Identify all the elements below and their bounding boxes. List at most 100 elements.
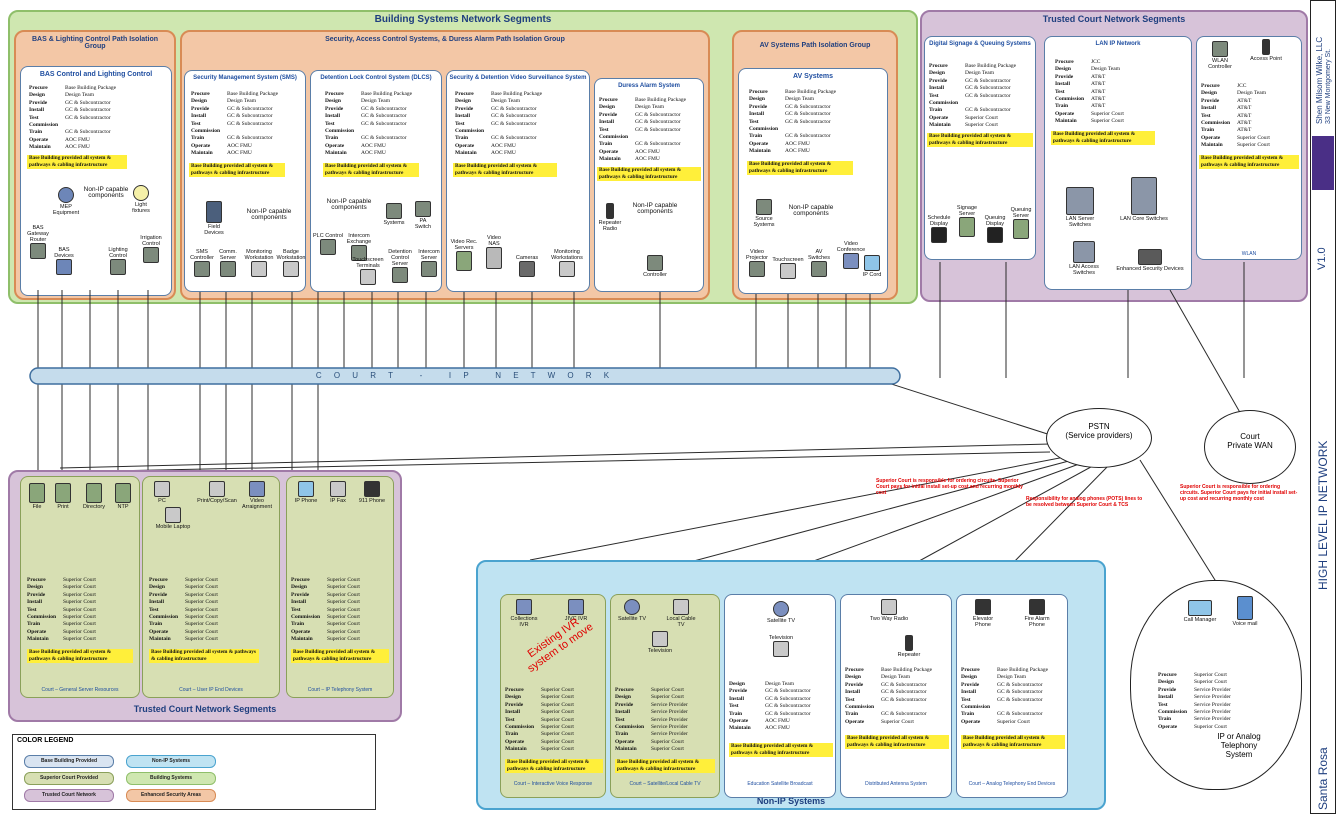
light-fixtures: Light fixtures	[126, 185, 156, 214]
bas-bb-note: Base Building provided all system & path…	[27, 155, 127, 169]
bas-group-title: BAS & Lighting Control Path Isolation Gr…	[32, 36, 158, 50]
red-note-1: Superior Court is responsible for orderi…	[876, 478, 1023, 496]
telephony-bb-note: Base Building provided all system & path…	[291, 649, 389, 663]
bas-card: BAS Control and Lighting Control Procure…	[20, 66, 172, 296]
ivr-card: Collections IVR JIVC IVR Existing IVR sy…	[500, 594, 606, 798]
queuing-server: Queuing Server	[1007, 207, 1035, 240]
company-address: 33 New Montgomery St.	[1325, 48, 1332, 124]
intercom-exchange: Intercom Exchange	[343, 233, 375, 262]
legend-base-building: Base Building Provided	[24, 755, 114, 768]
duress-non-ip-label: Non-IP capable components	[632, 202, 678, 215]
user-devices-card: PC Print/Copy/Scan Video Arraignment Mob…	[142, 476, 280, 698]
two-way-radio: Two Way Radio	[869, 599, 909, 622]
duress-card-title: Duress Alarm System	[618, 83, 680, 89]
av-card-title: AV Systems	[793, 73, 833, 80]
touchscreen: Touchscreen	[771, 257, 805, 280]
local-cable-tv: Local Cable TV	[663, 599, 699, 628]
field-devices: Field Devices	[199, 201, 229, 236]
pstn-label: PSTN (Service providers)	[1065, 422, 1133, 440]
title-block	[1310, 0, 1336, 814]
schedule-display: Schedule Display	[925, 215, 953, 244]
monitoring-workstations: Monitoring Workstations	[547, 249, 587, 278]
satellite-card: Satellite TV Local Cable TV Television P…	[610, 594, 720, 798]
mobile-laptop: Mobile Laptop	[153, 507, 193, 530]
jivc-ivr: JIVC IVR	[559, 599, 593, 622]
av-non-ip-label: Non-IP capable components	[788, 204, 834, 217]
legend-title: COLOR LEGEND	[17, 737, 74, 744]
print-server: Print	[51, 483, 75, 510]
ip-phone: IP Phone	[291, 481, 321, 504]
education-bb-note: Base Building provided all system & path…	[729, 743, 833, 757]
trusted-bottom-title: Trusted Court Network Segments	[133, 704, 277, 714]
voice-mail: Voice mail	[1228, 596, 1262, 627]
ip-fax: IP Fax	[325, 481, 351, 504]
signage-card-title: Digital Signage & Queuing Systems	[929, 41, 1031, 47]
title-block-swatch	[1312, 136, 1334, 190]
call-manager: Call Manager	[1180, 600, 1220, 623]
analog-footer: Court – Analog Telephony End Devices	[968, 781, 1056, 787]
television: Television	[643, 631, 677, 654]
red-note-3: Superior Court is responsible for orderi…	[1180, 484, 1298, 502]
vss-card: Security & Detention Video Surveillance …	[446, 70, 590, 292]
satellite-footer: Court – Satellite/Local Cable TV	[629, 781, 701, 787]
av-group-title: AV Systems Path Isolation Group	[759, 42, 871, 49]
pc: PC	[149, 481, 175, 504]
legend-enhanced-security: Enhanced Security Areas	[126, 789, 216, 802]
video-conference: Video Conference	[835, 241, 867, 270]
lan-card-title: LAN IP Network	[1095, 41, 1141, 47]
touchscreen-terminals: Touchscreen Terminals	[351, 257, 385, 286]
dlcs-card: Detention Lock Control System (DLCS) Pro…	[310, 70, 442, 292]
duress-bb-note: Base Building provided all system & path…	[597, 167, 701, 181]
dlcs-systems: Systems	[381, 203, 407, 226]
signage-card: Digital Signage & Queuing Systems Procur…	[924, 36, 1036, 260]
court-ip-network-bus: C O U R T - I P N E T W O R K	[315, 371, 615, 380]
elevator-phone: Elevator Phone	[965, 599, 1001, 628]
non-ip-components-label: Non-IP capable components	[83, 186, 129, 199]
lan-server-switches: LAN Server Switches	[1055, 187, 1105, 228]
legend-non-ip: Non-IP Systems	[126, 755, 216, 768]
vss-bb-note: Base Building provided all system & path…	[453, 163, 557, 177]
ivr-footer: Court – Interactive Voice Response	[513, 781, 593, 787]
court-wan-label: Court Private WAN	[1227, 432, 1273, 450]
sms-bb-note: Base Building provided all system & path…	[189, 163, 285, 177]
bas-gateway-router: BAS Gateway Router	[23, 225, 53, 260]
fire-alarm-phone: Fire Alarm Phone	[1017, 599, 1057, 628]
pa-switch: PA Switch	[411, 201, 435, 230]
general-footer: Court – General Server Resources	[41, 687, 119, 693]
repeater: Repeater	[889, 635, 929, 658]
building-systems-title: Building Systems Network Segments	[374, 14, 552, 25]
intercom-server: Intercom Server	[415, 249, 443, 278]
collections-ivr: Collections IVR	[507, 599, 541, 628]
sms-controller: SMS Controller	[189, 249, 215, 278]
sms-non-ip-label: Non-IP capable components	[246, 208, 292, 221]
ip-analog-label: IP or Analog Telephony System	[1217, 732, 1261, 759]
sms-card-title: Security Management System (SMS)	[193, 75, 297, 81]
dlcs-card-title: Detention Lock Control System (DLCS)	[320, 75, 432, 81]
red-note-2: Responsibility for analog phones (POTS) …	[1026, 496, 1143, 508]
legend-superior-court: Superior Court Provided	[24, 772, 114, 785]
trusted-top-title: Trusted Court Network Segments	[1042, 14, 1186, 24]
sms-card: Security Management System (SMS) Procure…	[184, 70, 306, 292]
source-systems: Source Systems	[749, 199, 779, 228]
